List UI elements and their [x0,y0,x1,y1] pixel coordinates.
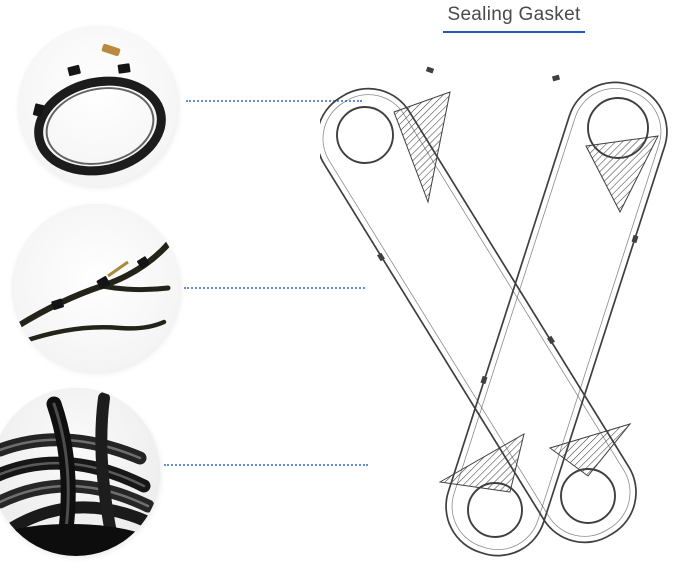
hatch-wedge-bottom-right [548,423,632,477]
port-circle-bottom-left [467,482,523,538]
hatch-wedge-top-right [585,135,659,214]
hatch-wedge-bottom-left [438,432,525,493]
gasket-coil-photo-icon [0,388,160,556]
leader-line-middle [184,287,365,289]
hatch-wedge-top-left [393,91,451,204]
gasket-loop [34,76,166,176]
port-circle-bottom-right [560,468,616,524]
branch-glint [107,260,129,278]
plate-heat-exchanger-gasket-drawing [320,66,668,557]
gasket-outline-2 [445,81,668,557]
gasket-clips [51,256,150,311]
gasket-corner-photo [18,26,178,186]
leader-line-top [186,100,362,102]
page-title: Sealing Gasket [443,4,585,33]
gasket-branch-photo-icon [12,204,180,372]
hatched-wedges [393,91,659,493]
port-circle-top-left [336,106,394,164]
gasket-branch-photo [12,204,180,372]
leader-line-bottom [164,464,368,466]
gasket-clip-marks [377,66,639,385]
gasket-coil-photo [0,388,160,556]
gasket-clips [32,63,131,117]
gasket-coil-strips [0,392,155,552]
tan-connector [101,43,121,57]
gasket-corner-photo-icon [18,26,178,186]
page-title-text: Sealing Gasket [447,4,581,25]
gasket-outline-1 [320,87,637,544]
